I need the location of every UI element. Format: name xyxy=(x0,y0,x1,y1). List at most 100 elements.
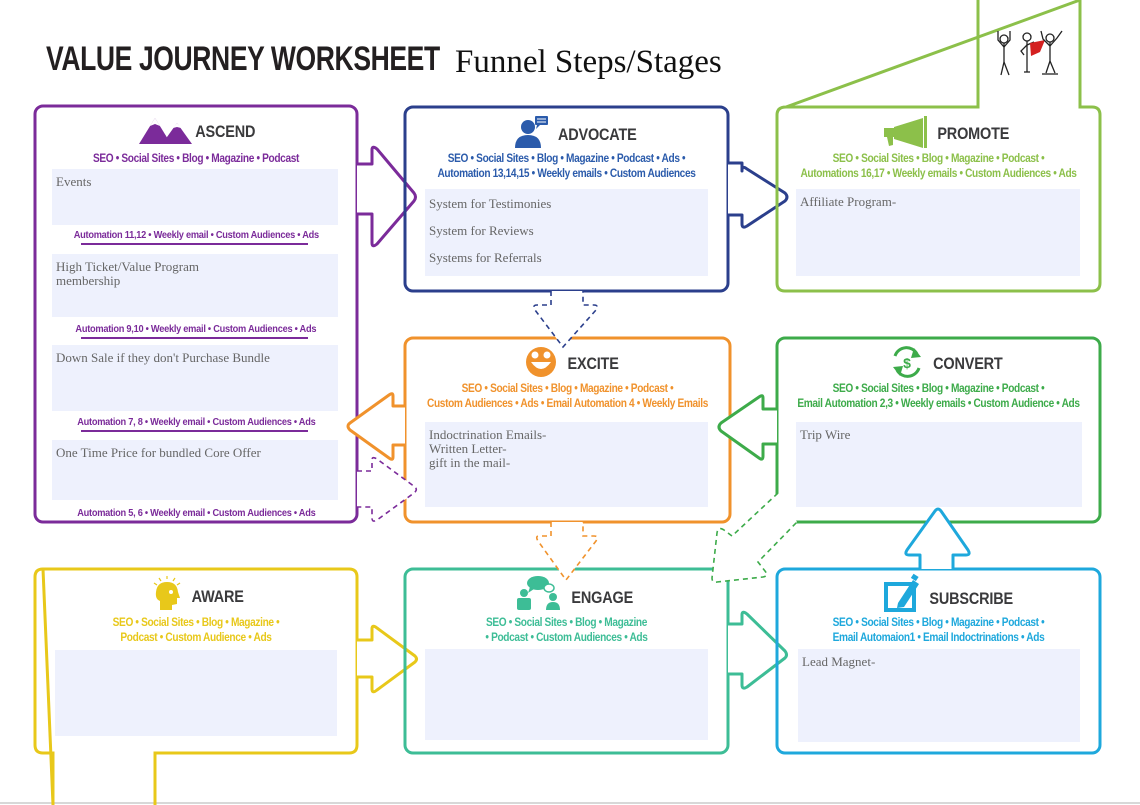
people-conversation-icon xyxy=(517,576,560,610)
convert-channels-line-1: SEO • Social Sites • Blog • Magazine • P… xyxy=(832,383,1045,395)
note-line: Written Letter- xyxy=(429,441,507,456)
note-line: Down Sale if they don't Purchase Bundle xyxy=(56,350,270,365)
ascend-note-events[interactable]: Events xyxy=(52,169,338,225)
ascend-channels: SEO • Social Sites • Blog • Magazine • P… xyxy=(35,152,357,167)
advocate-channels-line-1: SEO • Social Sites • Blog • Magazine • P… xyxy=(447,153,686,165)
arrow-engage-to-subscribe xyxy=(728,610,788,690)
ascend-note-high-ticket[interactable]: High Ticket/Value Program membership xyxy=(52,254,338,317)
arrow-excite-to-engage-dashed xyxy=(535,522,598,582)
edit-form-icon xyxy=(884,573,919,612)
promote-title: PROMOTE xyxy=(937,124,1010,143)
stick-figures-celebrating-icon xyxy=(997,30,1063,76)
promote-notes[interactable]: Affiliate Program- xyxy=(796,189,1080,276)
advocate-heading: ADVOCATE xyxy=(551,125,644,145)
aware-heading: AWARE xyxy=(187,587,248,607)
aware-box-outline xyxy=(33,567,359,805)
note-line: Lead Magnet- xyxy=(802,654,876,669)
arrow-convert-to-engage-dashed xyxy=(711,492,798,583)
promote-channels-line-2: Automations 16,17 • Weekly emails • Cust… xyxy=(800,168,1077,180)
note-line: Indoctrination Emails- xyxy=(429,427,547,442)
ascend-title: ASCEND xyxy=(195,122,256,141)
excite-notes[interactable]: Indoctrination Emails- Written Letter- g… xyxy=(425,422,708,507)
engage-channels-line-2: • Podcast • Custom Audiences • Ads xyxy=(485,632,648,644)
ascend-automation-4: Automation 5, 6 • Weekly email • Custom … xyxy=(35,507,357,519)
promote-heading: PROMOTE xyxy=(931,124,1016,144)
dollar-cycle-icon: $ xyxy=(893,346,921,378)
advocate-title: ADVOCATE xyxy=(557,125,637,144)
note-line: Trip Wire xyxy=(800,427,851,442)
subscribe-heading: SUBSCRIBE xyxy=(922,589,1020,609)
engage-channels: SEO • Social Sites • Blog • Magazine • P… xyxy=(405,616,728,646)
advocate-channels: SEO • Social Sites • Blog • Magazine • P… xyxy=(405,152,728,182)
mountains-icon xyxy=(139,118,192,144)
subscribe-title: SUBSCRIBE xyxy=(929,589,1013,608)
advocate-channels-line-2: Automation 13,14,15 • Weekly emails • Cu… xyxy=(437,168,696,180)
convert-channels-line-2: Email Automation 2,3 • Weekly emails • C… xyxy=(797,398,1080,410)
svg-text:$: $ xyxy=(903,355,911,371)
head-lightbulb-icon xyxy=(153,576,181,610)
ascend-note-core-offer[interactable]: One Time Price for bundled Core Offer xyxy=(52,440,338,500)
worksheet-subtitle: Funnel Steps/Stages xyxy=(455,44,722,80)
aware-title: AWARE xyxy=(191,587,244,606)
ascend-channels-line-1: SEO • Social Sites • Blog • Magazine • P… xyxy=(92,153,300,165)
worksheet-title: VALUE JOURNEY WORKSHEET xyxy=(46,40,440,78)
arrow-advocate-to-excite-dashed xyxy=(533,291,598,349)
subscribe-channels-line-2: Email Automaion1 • Email Indoctrinations… xyxy=(832,632,1045,644)
ascend-note-down-sale[interactable]: Down Sale if they don't Purchase Bundle xyxy=(52,345,338,411)
note-line: System for Reviews xyxy=(429,223,534,238)
automation-label: Automation 9,10 • Weekly email • Custom … xyxy=(75,323,317,335)
advocate-notes[interactable]: System for Testimonies System for Review… xyxy=(425,189,708,276)
subscribe-channels-line-1: SEO • Social Sites • Blog • Magazine • P… xyxy=(832,617,1045,629)
promote-box-outline xyxy=(775,0,1102,293)
divider xyxy=(81,337,308,339)
divider xyxy=(81,243,308,245)
divider xyxy=(81,430,308,432)
note-line: One Time Price for bundled Core Offer xyxy=(56,445,261,460)
note-line: membership xyxy=(56,273,121,288)
promote-channels: SEO • Social Sites • Blog • Magazine • P… xyxy=(777,152,1100,182)
arrow-excite-to-ascend xyxy=(346,392,405,461)
note-line: High Ticket/Value Program xyxy=(56,259,199,274)
engage-heading: ENGAGE xyxy=(566,588,638,608)
ascend-automation-3: Automation 7, 8 • Weekly email • Custom … xyxy=(35,416,357,428)
arrow-subscribe-to-convert xyxy=(904,507,971,569)
promote-channels-line-1: SEO • Social Sites • Blog • Magazine • P… xyxy=(832,153,1045,165)
aware-channels: SEO • Social Sites • Blog • Magazine • P… xyxy=(35,616,357,646)
convert-heading: CONVERT xyxy=(927,354,1009,374)
ascend-automation-2: Automation 9,10 • Weekly email • Custom … xyxy=(35,323,357,335)
arrow-ascend-to-advocate xyxy=(357,145,417,248)
note-line: System for Testimonies xyxy=(429,196,552,211)
engage-channels-line-1: SEO • Social Sites • Blog • Magazine xyxy=(485,617,648,629)
megaphone-icon xyxy=(884,116,927,148)
subscribe-notes[interactable]: Lead Magnet- xyxy=(798,649,1080,742)
ascend-box-outline xyxy=(33,104,359,524)
engage-title: ENGAGE xyxy=(571,588,634,607)
excite-heading: EXCITE xyxy=(563,354,623,374)
note-line: Affiliate Program- xyxy=(800,194,897,209)
arrow-convert-to-excite xyxy=(717,394,777,461)
smiley-face-icon xyxy=(526,347,556,377)
convert-title: CONVERT xyxy=(933,354,1003,373)
convert-notes[interactable]: Trip Wire xyxy=(796,422,1082,507)
automation-label: Automation 7, 8 • Weekly email • Custom … xyxy=(76,416,316,428)
subscribe-channels: SEO • Social Sites • Blog • Magazine • P… xyxy=(777,616,1100,646)
excite-channels-line-2: Custom Audiences • Ads • Email Automatio… xyxy=(427,398,708,410)
aware-channels-line-1: SEO • Social Sites • Blog • Magazine • xyxy=(112,617,280,629)
automation-label: Automation 11,12 • Weekly email • Custom… xyxy=(73,229,319,241)
arrow-aware-to-engage xyxy=(357,624,418,694)
excite-channels: SEO • Social Sites • Blog • Magazine • P… xyxy=(405,382,730,412)
engage-notes[interactable] xyxy=(425,649,708,740)
ascend-automation-1: Automation 11,12 • Weekly email • Custom… xyxy=(35,229,357,241)
note-line: gift in the mail- xyxy=(429,455,511,470)
arrow-advocate-to-promote xyxy=(728,161,789,229)
automation-label: Automation 5, 6 • Weekly email • Custom … xyxy=(76,507,316,519)
note-line: Systems for Referrals xyxy=(429,250,542,265)
excite-channels-line-1: SEO • Social Sites • Blog • Magazine • P… xyxy=(461,383,674,395)
excite-title: EXCITE xyxy=(567,354,619,373)
arrow-ascend-to-excite-dashed xyxy=(357,456,418,522)
convert-channels: SEO • Social Sites • Blog • Magazine • P… xyxy=(777,382,1100,412)
aware-notes[interactable] xyxy=(55,650,337,736)
person-speech-bubble-icon xyxy=(515,116,548,148)
ascend-heading: ASCEND xyxy=(190,122,261,142)
